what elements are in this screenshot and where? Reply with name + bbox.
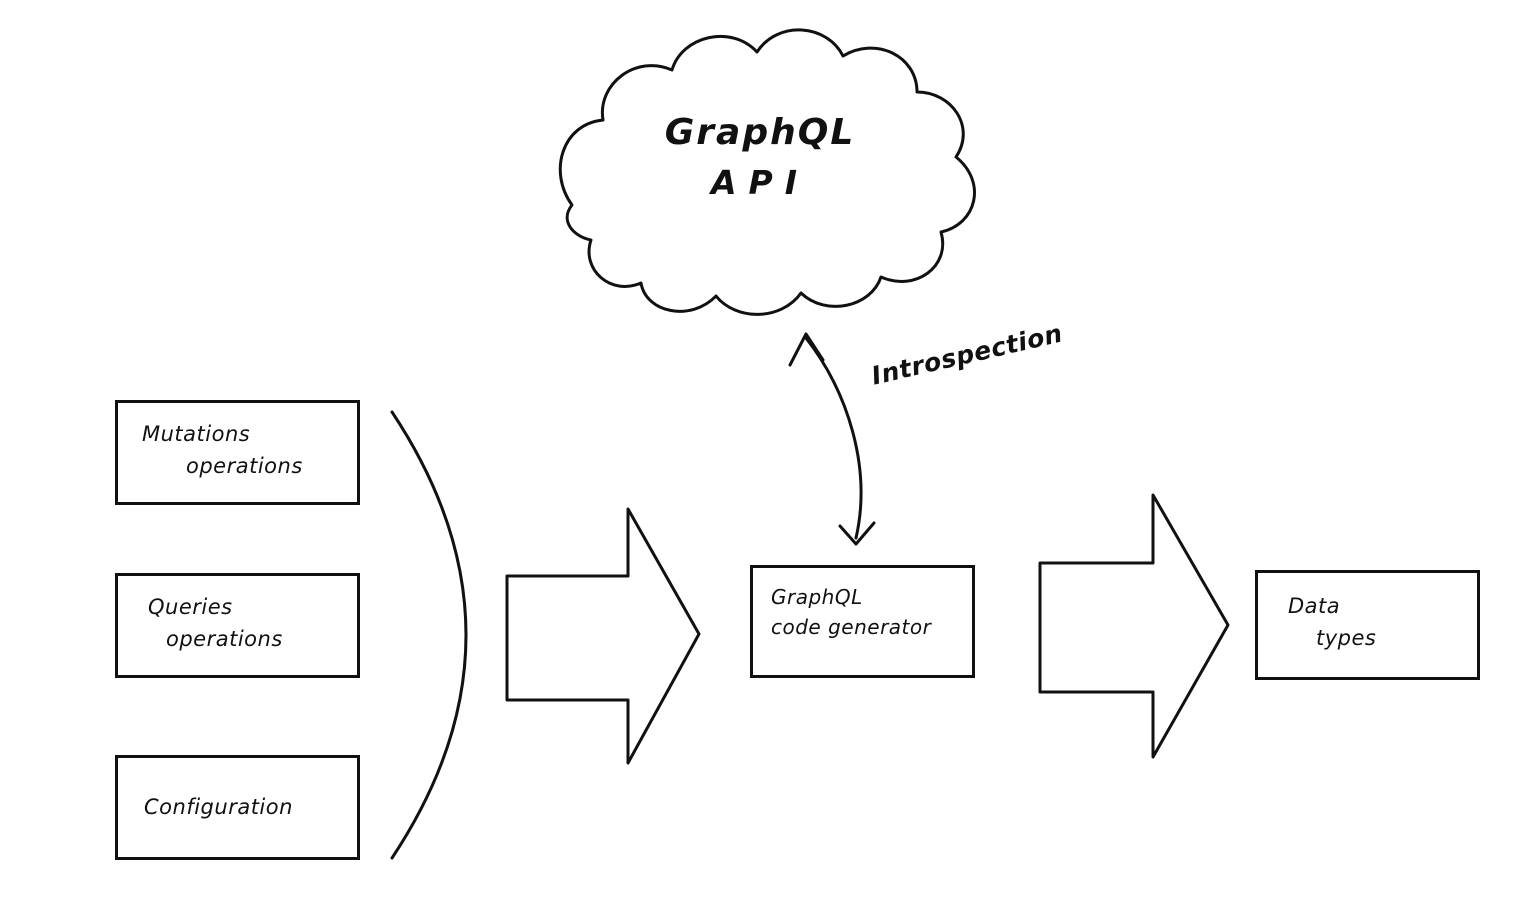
generator-line2: code generator [771,615,932,639]
cloud-label-line1: GraphQL [664,112,856,153]
mutations-operations-line2: operations [186,453,303,478]
group-bracket-arc [390,410,468,860]
configuration-box: Configuration [115,755,360,860]
mutations-operations-box: Mutations operations [115,400,360,505]
generator-line1: GraphQL [771,585,863,609]
flow-arrow-right-icon [1038,493,1230,759]
queries-operations-line2: operations [166,626,283,651]
queries-operations-line1: Queries [148,595,233,619]
introspection-arrowhead-top-icon [788,332,825,367]
data-types-box: Data types [1255,570,1480,680]
introspection-arrow [804,336,863,540]
cloud-shape [558,28,976,316]
configuration-line1: Configuration [144,795,293,819]
cloud-label-line2: API [710,163,809,202]
data-types-line2: types [1316,625,1377,650]
queries-operations-box: Queries operations [115,573,360,678]
mutations-operations-line1: Mutations [142,422,251,446]
data-types-line1: Data [1288,594,1341,618]
introspection-arrowhead-bottom-icon [838,521,876,546]
cloud-label: GraphQL API [600,112,920,202]
flow-arrow-left-icon [505,507,701,765]
graphql-code-generator-box: GraphQL code generator [750,565,975,678]
